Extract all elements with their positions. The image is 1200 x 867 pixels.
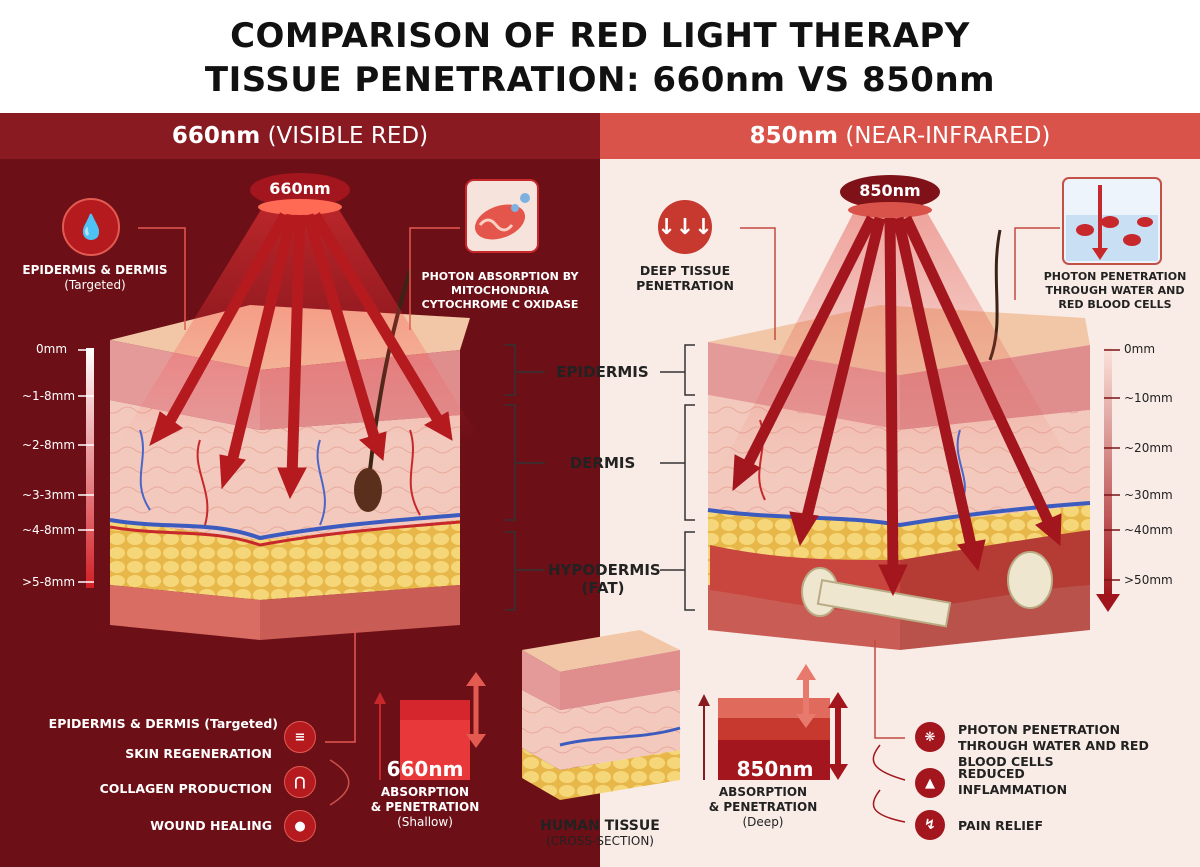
left-depth-3: ~3-3mm <box>22 488 76 502</box>
layer-brackets <box>505 344 695 611</box>
left-benefit-skin-regeneration: SKIN REGENERATION <box>125 746 272 761</box>
left-depth-2: ~2-8mm <box>22 438 76 452</box>
right-absorption-graphic <box>698 664 848 780</box>
center-tissue-label: HUMAN TISSUE (CROSS-SECTION) <box>515 818 685 848</box>
right-depth-2: ~20mm <box>1124 441 1173 455</box>
left-absorption-line1: ABSORPTION <box>380 785 470 799</box>
mitochondria-icon <box>465 179 539 253</box>
right-lamp-label: 850nm <box>859 181 921 200</box>
flame-icon: ▲ <box>915 768 945 798</box>
leader-lines-left <box>138 227 460 743</box>
left-depth-0: 0mm <box>36 342 68 356</box>
right-header-type: (NEAR-INFRARED) <box>845 123 1051 149</box>
layer-label-dermis: DERMIS <box>569 454 636 472</box>
benefit-connectors-left <box>329 759 350 806</box>
right-depth-1: ~10mm <box>1124 391 1173 405</box>
right-benefit-pain-relief: PAIN RELIEF <box>958 818 1044 833</box>
right-benefit-photon: PHOTON PENETRATION THROUGH WATER AND RED… <box>958 722 1149 769</box>
benefit-connectors-right <box>872 744 906 823</box>
leader-lines-right <box>740 227 1060 739</box>
left-benefit-targeted: EPIDERMIS & DERMIS (Targeted) <box>48 716 278 731</box>
left-targeted-label: EPIDERMIS & DERMIS (Targeted) <box>10 263 180 293</box>
right-depth-scale-bar <box>1104 348 1112 596</box>
right-absorption-line2: & PENETRATION <box>708 800 818 814</box>
left-header-wavelength: 660nm <box>171 123 261 149</box>
photon-icon: ❋ <box>915 722 945 752</box>
right-depth-0: 0mm <box>1124 342 1156 356</box>
left-depth-scale-bar <box>86 348 94 588</box>
right-absorption-caption: ABSORPTION & PENETRATION (Deep) <box>700 785 826 830</box>
left-targeted-sub: (Targeted) <box>64 278 126 292</box>
left-beam-arrows <box>149 212 453 500</box>
left-depth-4: ~4-8mm <box>22 523 76 537</box>
center-tissue-title: HUMAN TISSUE <box>540 818 660 834</box>
left-absorption-label: 660nm <box>370 757 480 781</box>
left-lamp-label: 660nm <box>269 179 331 198</box>
right-absorption-line1: ABSORPTION <box>718 785 808 799</box>
right-panel-header: 850nm (NEAR-INFRARED) <box>600 113 1200 159</box>
layer-label-hypodermis: HYPODERMIS (FAT) <box>548 561 661 597</box>
left-panel-header: 660nm (VISIBLE RED) <box>0 113 600 159</box>
water-drop-skin-icon: 💧 <box>62 198 120 256</box>
right-deep-label: DEEP TISSUE PENETRATION <box>636 263 734 293</box>
right-beam-arrows <box>732 215 1062 597</box>
left-header-type: (VISIBLE RED) <box>267 123 429 149</box>
right-absorption-line3: (Deep) <box>742 815 784 829</box>
right-depth-4: ~40mm <box>1124 523 1173 537</box>
right-depth-ticks <box>1104 349 1120 581</box>
right-header-wavelength: 850nm <box>749 123 839 149</box>
left-photon-label: PHOTON ABSORPTION BY MITOCHONDRIA CYTOCH… <box>421 270 579 311</box>
right-depth-3: ~30mm <box>1124 488 1173 502</box>
skin-layers-icon: ≡ <box>284 721 316 753</box>
wound-drop-icon: ● <box>284 810 316 842</box>
center-tissue-sub: (CROSS-SECTION) <box>546 834 654 848</box>
center-tissue-block <box>522 630 681 800</box>
left-absorption-line2: & PENETRATION <box>370 800 480 814</box>
left-depth-1: ~1-8mm <box>22 389 76 403</box>
layer-label-epidermis: EPIDERMIS <box>556 363 649 381</box>
left-absorption-graphic <box>374 672 486 780</box>
lightning-icon: ↯ <box>915 810 945 840</box>
left-depth-ticks <box>78 349 94 583</box>
left-absorption-line3: (Shallow) <box>397 815 453 829</box>
page-title: COMPARISON OF RED LIGHT THERAPY TISSUE P… <box>0 14 1200 102</box>
right-photon-label: PHOTON PENETRATION THROUGH WATER AND RED… <box>1043 270 1187 311</box>
title-line-2: TISSUE PENETRATION: 660nm VS 850nm <box>204 60 996 100</box>
right-absorption-label: 850nm <box>720 757 830 781</box>
left-targeted-title: EPIDERMIS & DERMIS <box>22 263 168 277</box>
collagen-icon: ⋂ <box>284 766 316 798</box>
down-arrows-icon: ↓↓↓ <box>657 200 713 254</box>
left-absorption-caption: ABSORPTION & PENETRATION (Shallow) <box>362 785 488 830</box>
left-absorption-nm: 660nm <box>386 757 464 781</box>
left-depth-5: >5-8mm <box>22 575 76 589</box>
left-benefit-wound-healing: WOUND HEALING <box>150 818 272 833</box>
left-benefit-collagen: COLLAGEN PRODUCTION <box>99 781 272 796</box>
right-lamp <box>720 175 1075 470</box>
right-depth-5: >50mm <box>1124 573 1173 587</box>
right-absorption-nm: 850nm <box>736 757 814 781</box>
title-line-1: COMPARISON OF RED LIGHT THERAPY <box>230 16 970 56</box>
right-benefit-inflammation: REDUCED INFLAMMATION <box>958 766 1068 797</box>
blood-cells-icon <box>1062 177 1162 265</box>
